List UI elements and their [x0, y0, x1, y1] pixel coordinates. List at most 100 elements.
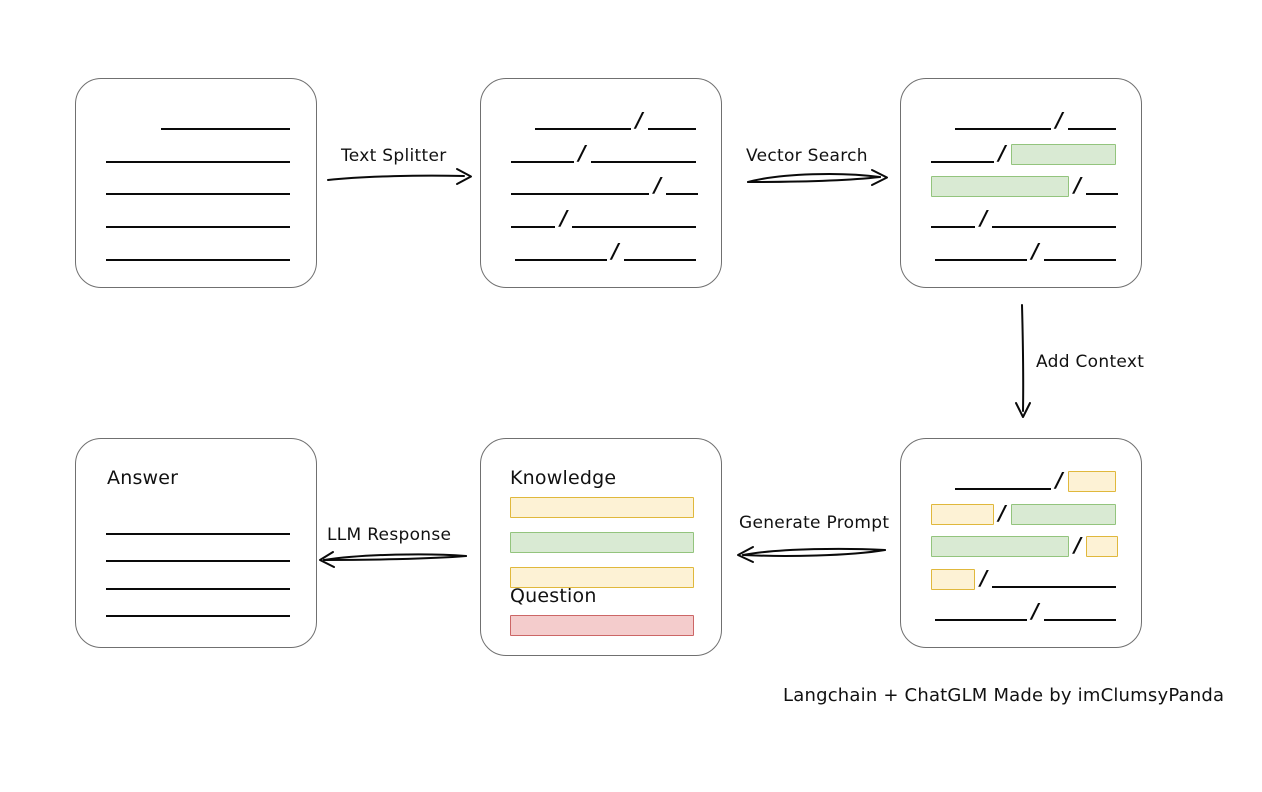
text-line-row: / — [931, 199, 1117, 232]
knowledge-bar-3 — [510, 567, 694, 588]
text-line-row: / — [511, 167, 698, 200]
text-line-row: / — [931, 592, 1116, 625]
text-line-segment — [106, 232, 290, 265]
text-line-segment — [511, 134, 574, 167]
text-line-row: / — [511, 199, 697, 232]
text-line-row — [106, 594, 290, 622]
segment-separator: / — [998, 500, 1006, 525]
text-line-segment — [106, 167, 290, 200]
text-line-segment — [666, 167, 698, 200]
vector-search-arrow — [747, 169, 888, 186]
segment-separator: / — [654, 173, 662, 198]
text-line-row: / — [931, 134, 1116, 167]
text-line-segment — [934, 232, 1027, 265]
segment-separator: / — [1031, 238, 1039, 263]
split-document-card[interactable]: ///// — [480, 78, 722, 288]
segment-separator: / — [998, 140, 1006, 165]
text-line-row — [106, 566, 290, 594]
text-line-segment — [1043, 592, 1116, 625]
text-line-segment — [106, 594, 290, 622]
text-line-segment — [106, 134, 290, 167]
knowledge-bar-2 — [510, 532, 694, 553]
text-line-row: / — [931, 167, 1118, 200]
segment-separator: / — [1074, 533, 1082, 558]
text-line-segment — [934, 592, 1027, 625]
segment-separator: / — [578, 140, 586, 165]
answer-card[interactable]: Answer — [75, 438, 317, 648]
question-bars — [510, 615, 694, 636]
text-line-segment — [1043, 232, 1116, 265]
text-line-row: / — [931, 527, 1118, 560]
context-document-lines: / / / / / — [931, 461, 1118, 625]
knowledge-bar-1 — [510, 497, 694, 518]
text-line-row: / — [931, 232, 1116, 265]
line-indent — [931, 461, 955, 494]
text-line-segment — [1067, 101, 1116, 134]
text-line-segment — [623, 232, 696, 265]
segment-separator: / — [980, 566, 988, 591]
llm-response-arrow — [319, 551, 467, 568]
text-line-segment — [954, 461, 1051, 494]
segment-separator: / — [1055, 467, 1063, 492]
segment-separator: / — [1031, 598, 1039, 623]
text-line-row — [106, 511, 290, 539]
vector-search-label: Vector Search — [746, 146, 868, 166]
answer-lines — [106, 511, 290, 621]
knowledge-bars — [510, 497, 694, 588]
text-line-row: / — [931, 461, 1116, 494]
generate-prompt-label: Generate Prompt — [739, 513, 890, 533]
text-line-segment — [106, 539, 290, 567]
generate-prompt-arrow — [737, 546, 886, 563]
highlight-chunk-green — [931, 536, 1069, 558]
text-line-row — [106, 232, 290, 265]
retrieved-document-lines: / / / / / — [931, 101, 1118, 265]
text-line-segment — [514, 232, 607, 265]
segment-separator: / — [980, 206, 988, 231]
text-line-segment — [647, 101, 696, 134]
knowledge-title: Knowledge — [510, 467, 617, 489]
context-document-card[interactable]: / / / / / — [900, 438, 1142, 648]
footer-caption: Langchain + ChatGLM Made by imClumsyPand… — [783, 685, 1225, 706]
add-context-label: Add Context — [1036, 352, 1145, 372]
text-line-segment — [992, 559, 1117, 592]
highlight-chunk-yellow — [1086, 536, 1118, 558]
segment-separator: / — [1074, 173, 1082, 198]
text-line-segment — [931, 134, 994, 167]
text-line-segment — [511, 199, 556, 232]
text-line-row: / — [511, 101, 696, 134]
text-line-row: / — [931, 559, 1117, 592]
question-bar-1 — [510, 615, 694, 636]
text-line-segment — [106, 511, 290, 539]
highlight-chunk-green — [931, 176, 1069, 198]
highlight-chunk-yellow — [931, 569, 976, 591]
text-line-segment — [572, 199, 697, 232]
text-line-segment — [931, 199, 976, 232]
text-line-segment — [511, 167, 649, 200]
highlight-chunk-yellow — [931, 503, 994, 525]
question-title: Question — [510, 585, 597, 607]
text-line-row — [106, 167, 290, 200]
highlight-chunk-yellow — [1067, 470, 1116, 492]
text-line-row: / — [511, 232, 696, 265]
highlight-chunk-green — [1010, 143, 1116, 165]
source-document-lines — [106, 101, 290, 265]
prompt-card[interactable]: Knowledge Question — [480, 438, 722, 656]
text-line-segment — [992, 199, 1117, 232]
answer-title: Answer — [107, 467, 179, 489]
split-document-lines: ///// — [511, 101, 698, 265]
source-document-card[interactable] — [75, 78, 317, 288]
text-line-row: / — [511, 134, 696, 167]
text-line-row — [106, 134, 290, 167]
segment-separator: / — [560, 206, 568, 231]
text-line-segment — [161, 101, 290, 134]
text-splitter-label: Text Splitter — [341, 146, 447, 166]
llm-response-label: LLM Response — [327, 525, 452, 545]
segment-separator: / — [635, 107, 643, 132]
text-line-segment — [106, 199, 290, 232]
text-line-row — [106, 539, 290, 567]
text-line-row — [106, 199, 290, 232]
text-line-segment — [954, 101, 1051, 134]
retrieved-document-card[interactable]: / / / / / — [900, 78, 1142, 288]
segment-separator: / — [1055, 107, 1063, 132]
